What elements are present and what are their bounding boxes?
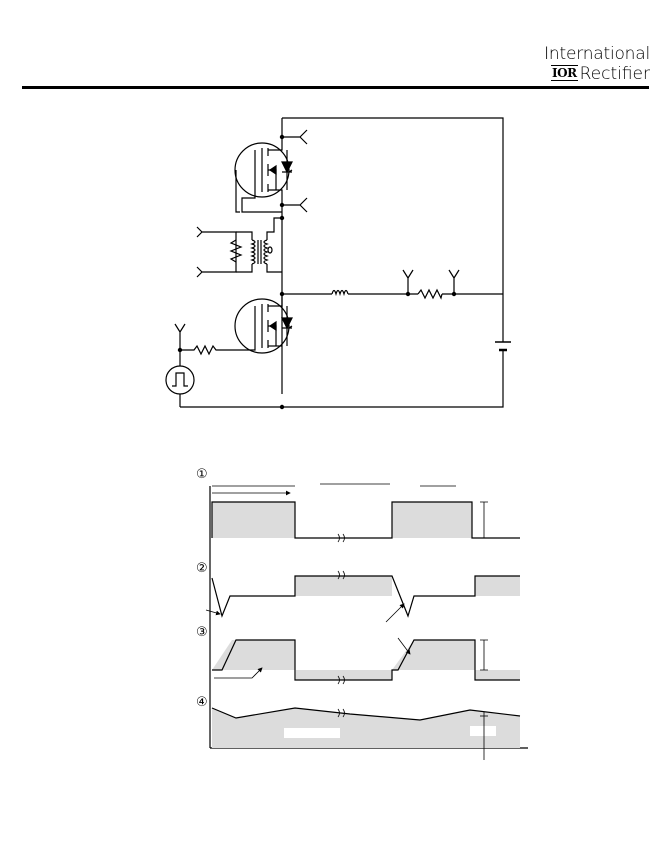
brand-name: International	[544, 44, 650, 64]
waveform-3-ramp-current	[212, 637, 520, 685]
waveform-label-4: ④	[196, 695, 208, 710]
waveform-panel	[205, 483, 528, 760]
upper-mosfet-symbol	[234, 118, 293, 213]
sense-resistor	[417, 288, 443, 300]
waveform-label-3: ③	[196, 625, 208, 640]
waveform-2-drain-voltage	[205, 570, 520, 623]
waveform-label-1: ①	[196, 467, 208, 482]
header-rule	[22, 86, 649, 89]
lower-mosfet-symbol	[234, 294, 293, 354]
dc-supply-battery	[495, 294, 511, 360]
pulse-generator-icon	[165, 365, 195, 395]
waveform-1-gate-pulse	[211, 483, 520, 543]
load-inductor	[331, 289, 349, 297]
gate-drive-transformer	[196, 217, 282, 278]
bottom-rail-wire	[180, 360, 504, 408]
probe-marker-gate	[174, 323, 186, 350]
gate-resistor	[180, 344, 236, 356]
probe-marker-left	[402, 269, 414, 294]
waveform-label-2: ②	[196, 561, 208, 576]
test-circuit-schematic	[165, 117, 511, 410]
top-rail-wire	[282, 117, 504, 294]
waveform-4-output-ripple	[211, 707, 521, 760]
probe-marker-mid	[282, 197, 308, 213]
probe-marker-top	[282, 129, 308, 145]
probe-marker-right	[448, 269, 460, 294]
brand-name-line2: Rectifier	[579, 64, 650, 84]
ior-logo-mark: IOR	[551, 65, 578, 81]
